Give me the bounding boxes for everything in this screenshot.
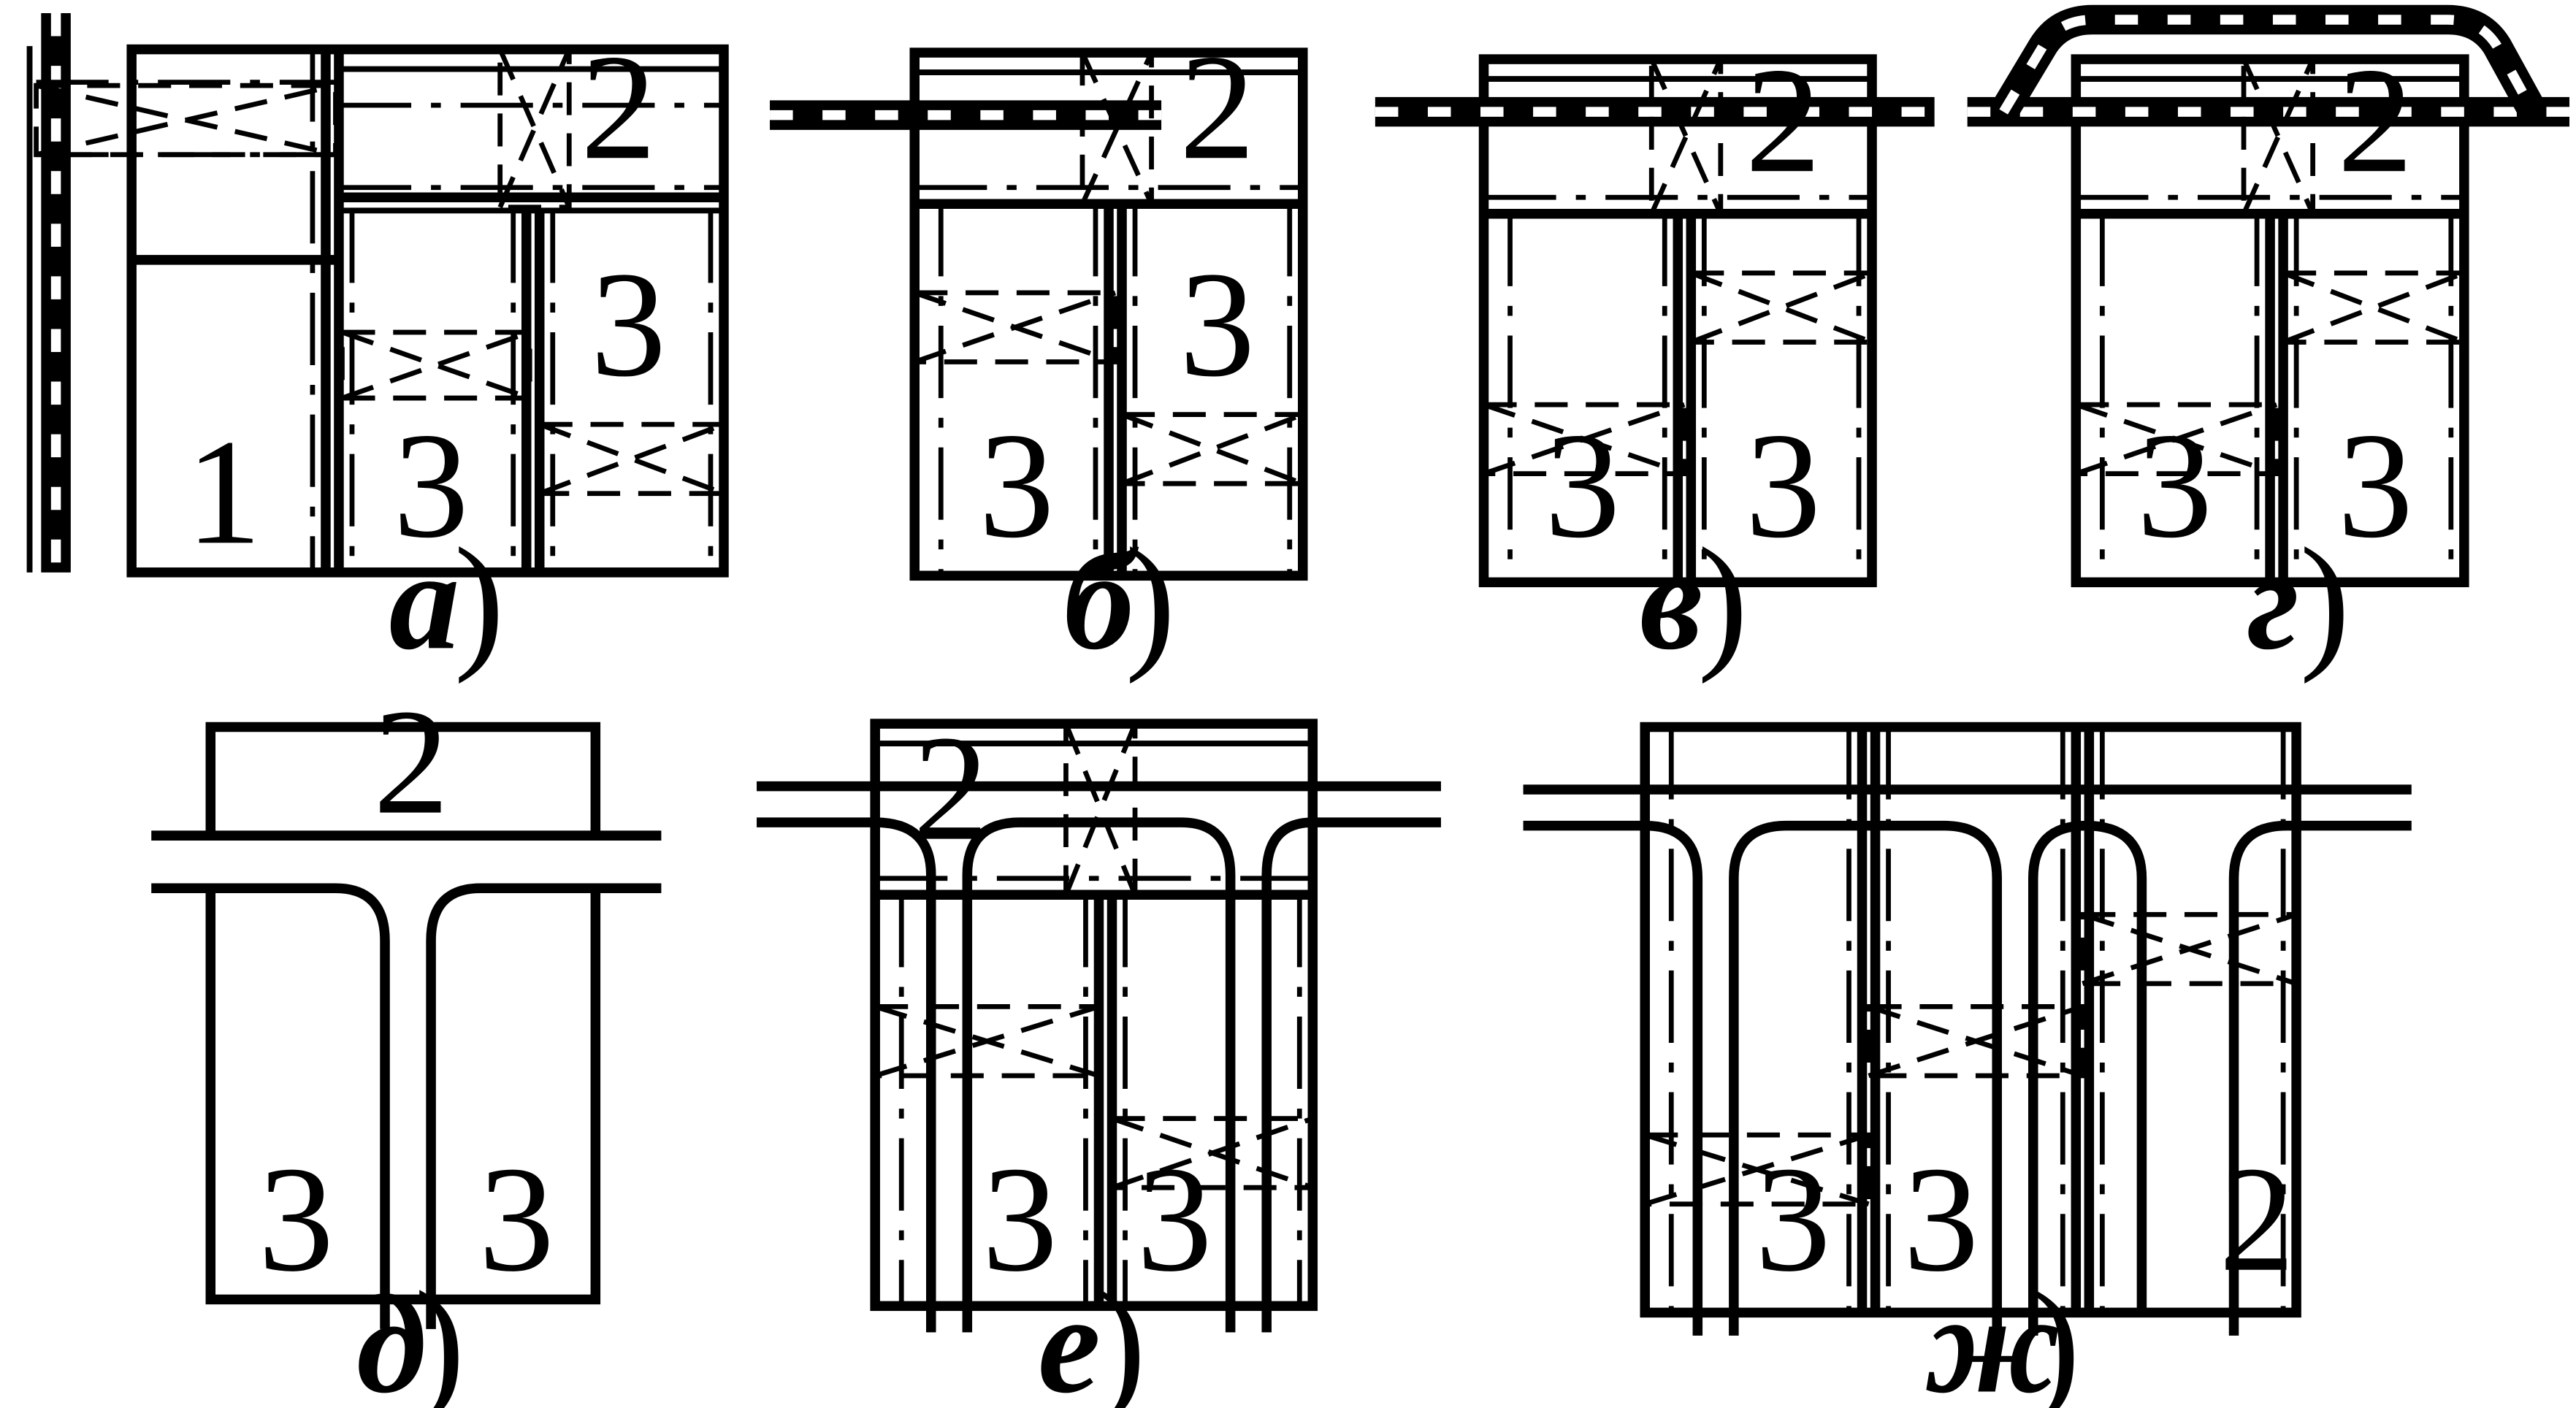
panel-v: 2 3 3 в ) (1375, 36, 1935, 684)
caption-paren: ) (2030, 1260, 2080, 1408)
panel-caption: б (1063, 521, 1139, 678)
panel-g: 2 3 3 г ) (1967, 4, 2569, 684)
crane-axes-e (875, 876, 1313, 1306)
caption-paren: ) (2300, 516, 2350, 684)
road-d (151, 830, 662, 1329)
crane-zh (1642, 911, 2299, 1207)
zone-label-3: 3 (1755, 1135, 1831, 1303)
zone-label-3: 3 (591, 240, 667, 408)
caption-paren: ) (454, 516, 505, 684)
zone-label-3: 3 (1746, 401, 1822, 569)
zone-label-2: 2 (1180, 23, 1255, 191)
zone-label-1: 1 (186, 408, 262, 575)
building-outline-d (205, 722, 601, 1305)
zone-label-3: 3 (1136, 1135, 1212, 1303)
zone-label-3: 3 (259, 1135, 335, 1303)
zone-label-3: 3 (982, 1135, 1058, 1303)
zone-label-2: 2 (2337, 36, 2413, 204)
caption-paren: ) (415, 1260, 465, 1408)
crane-e (872, 721, 1315, 1190)
panel-zh: 3 3 2 ж ) (1523, 722, 2412, 1408)
zone-label-3: 3 (2137, 401, 2213, 569)
zone-label-3: 3 (2337, 401, 2413, 569)
zone-label-3: 3 (979, 401, 1055, 569)
panel-caption: д (356, 1265, 427, 1408)
zone-label-2: 2 (373, 678, 449, 846)
panel-b: 2 3 3 б ) (770, 23, 1308, 684)
zone-label-3: 3 (478, 1135, 554, 1303)
crane-v (1481, 56, 1875, 477)
zone-label-3: 3 (1180, 240, 1255, 408)
crane-a (34, 47, 727, 497)
crane-axes-b (914, 185, 1303, 576)
caption-paren: ) (1697, 516, 1748, 684)
panel-caption: в (1640, 521, 1703, 678)
zone-label-2: 2 (1746, 36, 1822, 204)
panel-a: 1 2 3 3 а ) (26, 13, 729, 684)
caption-paren: ) (1096, 1260, 1146, 1408)
crane-g (2073, 56, 2467, 477)
railway-track-g (1967, 4, 2569, 127)
zone-label-3: 3 (393, 401, 469, 569)
zone-label-2: 2 (581, 23, 657, 191)
zone-label-2: 2 (2219, 1135, 2295, 1303)
panel-caption: а (389, 521, 460, 678)
panel-d: 2 3 3 д ) (151, 678, 662, 1408)
panel-caption: г (2247, 521, 2299, 678)
crane-b (911, 50, 1306, 486)
caption-paren: ) (1125, 516, 1176, 684)
railway-track-a (26, 13, 71, 573)
crane-axes-zh (1668, 727, 2286, 1313)
panel-caption: е (1038, 1265, 1101, 1408)
panel-caption: ж (1925, 1265, 2060, 1408)
zone-label-3: 3 (1545, 401, 1621, 569)
building-outline-a (126, 44, 729, 578)
road-e (757, 781, 1441, 1333)
zone-label-2: 2 (913, 704, 989, 872)
panel-e: 2 3 3 е ) (757, 704, 1441, 1408)
zone-label-3: 3 (1903, 1135, 1979, 1303)
